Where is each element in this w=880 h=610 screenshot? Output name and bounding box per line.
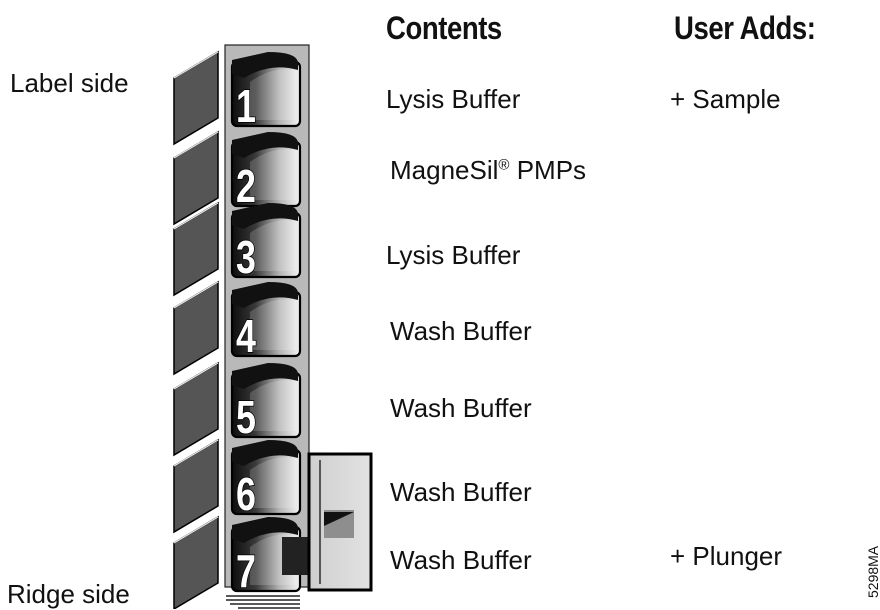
contents-header: Contents: [386, 10, 502, 46]
well-7-lip: [232, 517, 298, 543]
plunger: [282, 452, 373, 592]
well-4-number: 4: [236, 311, 256, 362]
well-5-number: 5: [236, 392, 256, 443]
well-6: 6: [230, 440, 302, 521]
well-2-contents: MagneSil® PMPs: [390, 155, 586, 186]
figure-code: 5298MA: [865, 545, 880, 598]
cartridge-side-panels: [173, 50, 219, 609]
side-panel-edge-2: [173, 131, 219, 159]
side-panel-6: [173, 438, 219, 534]
well-1-number: 1: [236, 81, 256, 132]
label-side-label: Label side: [10, 68, 129, 98]
well-2-lip: [232, 132, 298, 158]
well-1-lip: [232, 52, 298, 78]
well-4-highlight: [250, 299, 296, 350]
well-3-lip: [232, 203, 298, 229]
user-adds-header: User Adds:: [674, 10, 816, 46]
side-panel-edge-1: [173, 51, 219, 79]
well-1-user-adds: + Sample: [670, 84, 781, 114]
well-2: 2: [230, 132, 302, 213]
well-1-highlight: [250, 69, 296, 120]
side-panel-edge-3: [173, 202, 219, 230]
side-panel-4: [173, 280, 219, 376]
well-7-number: 7: [236, 546, 256, 597]
well-6-lip: [232, 440, 298, 466]
well-3: 3: [230, 203, 302, 284]
well-1-contents: Lysis Buffer: [386, 84, 521, 114]
well-2-contents-suffix: PMPs: [509, 155, 587, 185]
well-7-contents: Wash Buffer: [390, 545, 532, 575]
well-2-highlight: [250, 149, 296, 200]
well-3-number: 3: [236, 232, 256, 283]
well-3-highlight: [250, 220, 296, 271]
well-2-number: 2: [236, 161, 256, 212]
side-panel-7: [173, 515, 219, 609]
well-4-lip: [232, 282, 298, 308]
well-5-highlight: [250, 380, 296, 431]
well-4: 4: [230, 282, 302, 363]
side-panel-edge-4: [173, 281, 219, 309]
side-panel-1: [173, 50, 219, 146]
side-panel-5: [173, 361, 219, 457]
ridge-edge: [226, 595, 300, 609]
well-1: 1: [230, 52, 302, 133]
side-panel-edge-7: [173, 516, 219, 544]
well-4-contents: Wash Buffer: [390, 316, 532, 346]
side-panel-edge-5: [173, 362, 219, 390]
well-6-highlight: [250, 457, 296, 508]
side-panel-edge-6: [173, 439, 219, 467]
well-5-lip: [232, 363, 298, 389]
registered-mark: ®: [498, 156, 510, 174]
well-3-contents: Lysis Buffer: [386, 240, 521, 270]
well-6-contents: Wash Buffer: [390, 477, 532, 507]
well-2-contents-name: MagneSil: [390, 155, 499, 185]
well-5: 5: [230, 363, 302, 444]
well-7-user-adds: + Plunger: [670, 541, 783, 571]
well-6-number: 6: [236, 469, 256, 520]
well-5-contents: Wash Buffer: [390, 393, 532, 423]
ridge-side-label: Ridge side: [7, 579, 130, 609]
